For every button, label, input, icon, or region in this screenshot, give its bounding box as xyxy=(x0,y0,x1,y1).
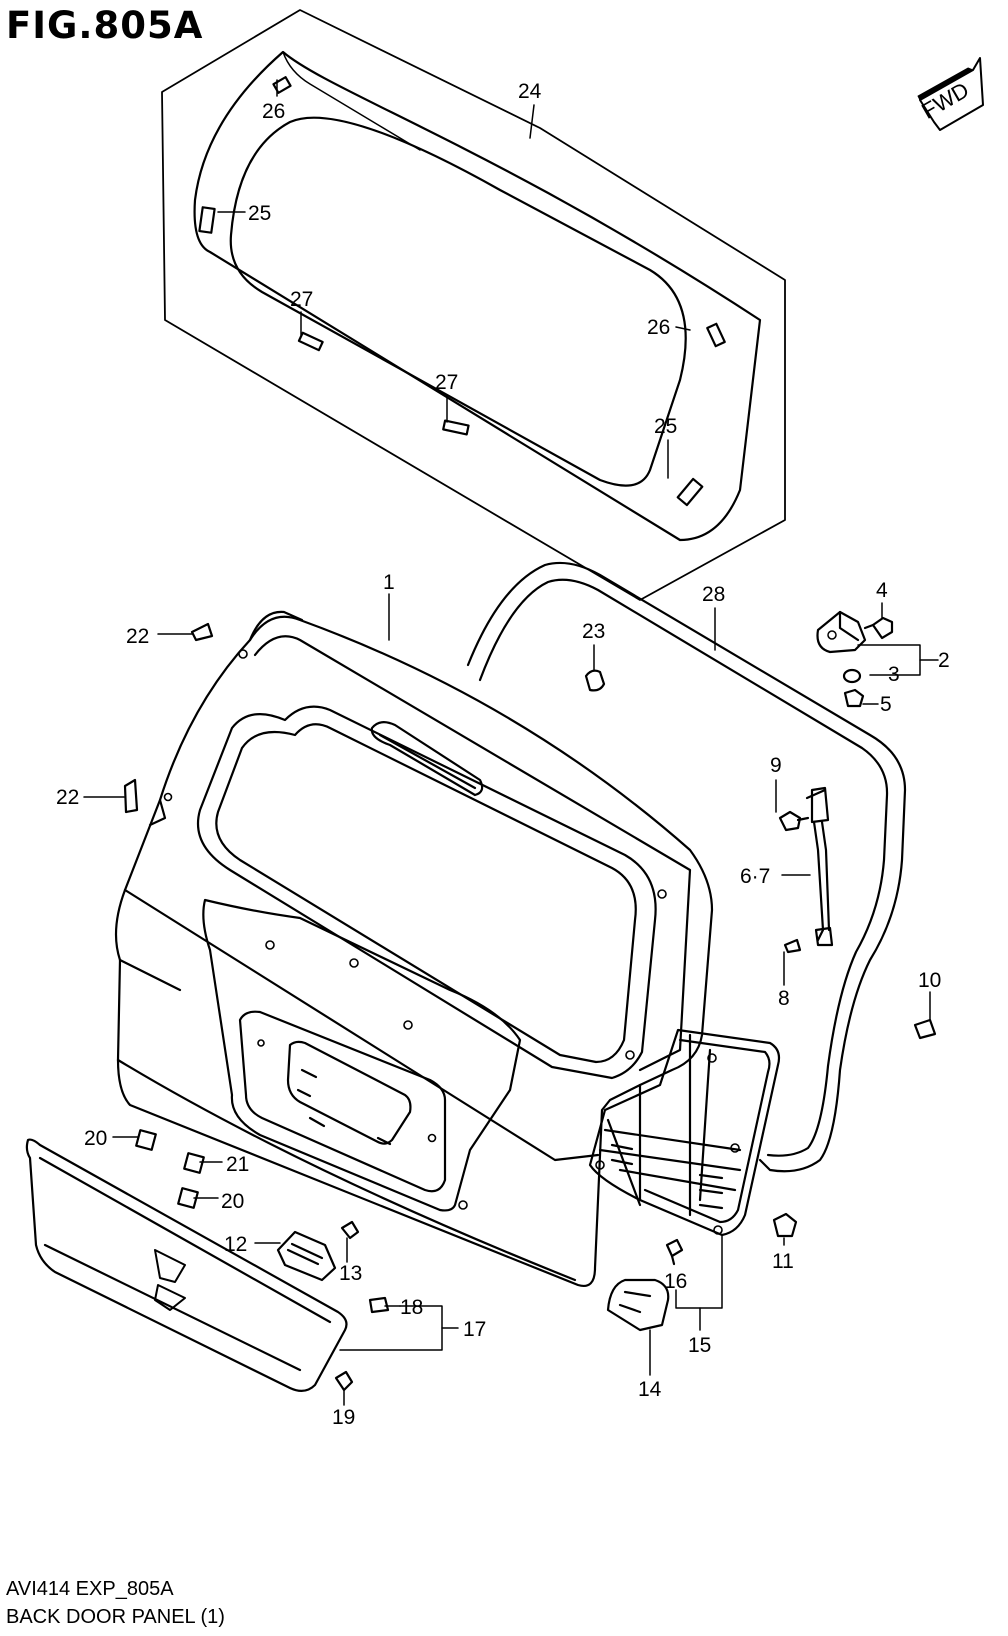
callout-labels: 1 2 3 4 5 6·7 8 9 10 11 12 13 14 15 16 1… xyxy=(56,80,950,1429)
callout-18: 18 xyxy=(400,1296,423,1319)
callout-26-top: 26 xyxy=(262,100,285,123)
tape-21 xyxy=(183,1152,205,1174)
callout-23: 23 xyxy=(582,620,605,643)
glass-clip-26-top xyxy=(272,76,292,94)
glass-pad-27-right xyxy=(442,419,470,436)
back-door-garnish xyxy=(25,1138,348,1392)
weatherstrip-seal xyxy=(466,561,907,1173)
door-hole xyxy=(265,940,275,950)
hinge-washer-3 xyxy=(842,668,862,684)
callout-22-upper: 22 xyxy=(126,625,149,648)
callout-20-lower: 20 xyxy=(221,1190,244,1213)
callout-1: 1 xyxy=(383,571,395,594)
door-hole xyxy=(403,1020,413,1030)
door-hole xyxy=(257,1039,265,1047)
callout-24: 24 xyxy=(518,80,542,103)
door-hole xyxy=(458,1200,468,1210)
door-hole xyxy=(349,958,359,968)
callout-9: 9 xyxy=(770,754,782,777)
hinge-2 xyxy=(816,610,867,654)
bumper-10 xyxy=(913,1018,937,1040)
door-hole xyxy=(427,1133,437,1143)
back-door-panel xyxy=(114,610,714,1287)
trim-clip xyxy=(595,1160,605,1170)
callout-2: 2 xyxy=(938,649,950,672)
door-hole xyxy=(238,649,248,659)
cushion-22-lower xyxy=(123,778,139,814)
fwd-arrow xyxy=(917,57,984,131)
stay-bolt-9 xyxy=(778,810,810,832)
rear-window-glass xyxy=(161,9,786,601)
callout-16: 16 xyxy=(664,1270,687,1293)
tape-20-lower xyxy=(177,1187,199,1209)
diagram-caption: BACK DOOR PANEL (1) xyxy=(6,1606,225,1628)
callout-27-right: 27 xyxy=(435,371,458,394)
diagram-code: AVI414 EXP_805A xyxy=(6,1578,174,1600)
callout-22-lower: 22 xyxy=(56,786,79,809)
callout-21: 21 xyxy=(226,1153,249,1176)
back-door-stay xyxy=(805,786,834,947)
callout-3: 3 xyxy=(888,663,900,686)
inner-trim-panel xyxy=(588,1028,781,1237)
stay-stud-8 xyxy=(783,938,802,954)
license-lamp xyxy=(606,1278,670,1332)
nut-13 xyxy=(340,1220,360,1240)
callout-6-7: 6·7 xyxy=(740,865,770,888)
callout-8: 8 xyxy=(778,987,790,1010)
callout-15: 15 xyxy=(688,1334,711,1357)
back-door-switch-12 xyxy=(276,1230,337,1282)
callout-17: 17 xyxy=(463,1318,486,1341)
hinge-bolt-4 xyxy=(863,616,894,640)
callout-5: 5 xyxy=(880,693,892,716)
grommet-23 xyxy=(584,669,606,692)
callout-25-right: 25 xyxy=(654,415,677,438)
callout-26-right: 26 xyxy=(647,316,670,339)
screw-16 xyxy=(665,1238,684,1266)
tape-20-upper xyxy=(135,1129,157,1151)
callout-13: 13 xyxy=(339,1262,362,1285)
door-hole xyxy=(625,1050,635,1060)
trim-clip xyxy=(730,1143,740,1153)
callout-12: 12 xyxy=(224,1233,247,1256)
glass-pad-27-left xyxy=(297,331,324,352)
callout-25-left: 25 xyxy=(248,202,271,225)
callout-19: 19 xyxy=(332,1406,355,1429)
door-hole xyxy=(657,889,667,899)
callout-10: 10 xyxy=(918,969,941,992)
leader-lines xyxy=(83,79,939,1406)
cushion-22-upper xyxy=(190,622,214,642)
nut-19 xyxy=(334,1370,354,1392)
callout-27-left: 27 xyxy=(290,288,313,311)
glass-clip-26-right xyxy=(706,322,726,348)
glass-spacer-25-left xyxy=(198,206,216,234)
nut-11 xyxy=(772,1212,798,1238)
figure-title: FIG.805A xyxy=(6,4,204,47)
clip-18 xyxy=(368,1296,390,1314)
trim-clip xyxy=(707,1053,717,1063)
callout-28: 28 xyxy=(702,583,725,606)
callout-11: 11 xyxy=(772,1250,794,1273)
callout-20-upper: 20 xyxy=(84,1127,107,1150)
callout-4: 4 xyxy=(876,579,888,602)
hinge-nut-5 xyxy=(843,688,865,708)
glass-spacer-25-right xyxy=(676,477,704,507)
door-hole xyxy=(163,792,173,802)
callout-14: 14 xyxy=(638,1378,662,1401)
trim-clip xyxy=(713,1225,723,1235)
